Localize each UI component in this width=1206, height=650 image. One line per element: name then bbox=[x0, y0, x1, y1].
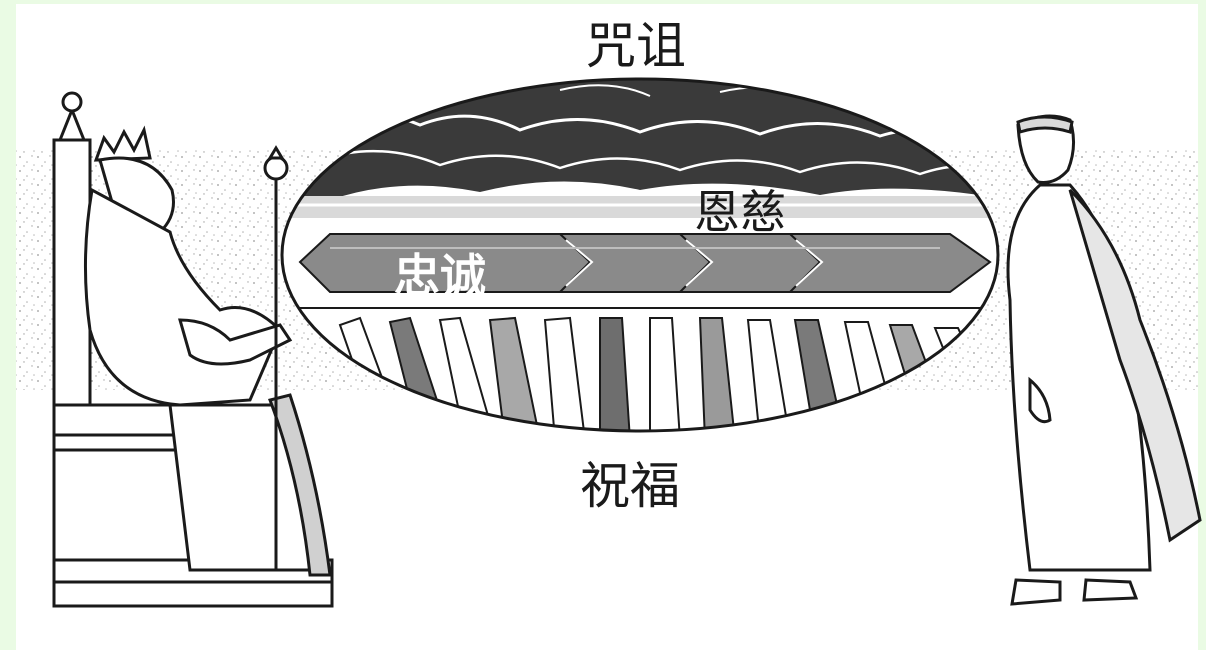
curse-label: 咒诅 bbox=[586, 17, 686, 75]
oval-outline bbox=[280, 77, 1000, 433]
left-margin-strip bbox=[0, 0, 16, 650]
mercy-label: 恩慈 bbox=[694, 185, 786, 239]
upper-light-band bbox=[282, 196, 998, 218]
king-figure bbox=[83, 125, 332, 577]
standing-figure bbox=[1006, 114, 1202, 606]
scepter bbox=[263, 145, 289, 570]
loyalty-label: 忠诚 bbox=[394, 249, 486, 303]
central-oval bbox=[282, 79, 998, 431]
dark-cloud-region bbox=[282, 79, 998, 205]
top-margin-strip bbox=[0, 0, 1206, 4]
blessing-label: 祝福 bbox=[580, 457, 680, 515]
right-margin-strip bbox=[1198, 0, 1206, 650]
